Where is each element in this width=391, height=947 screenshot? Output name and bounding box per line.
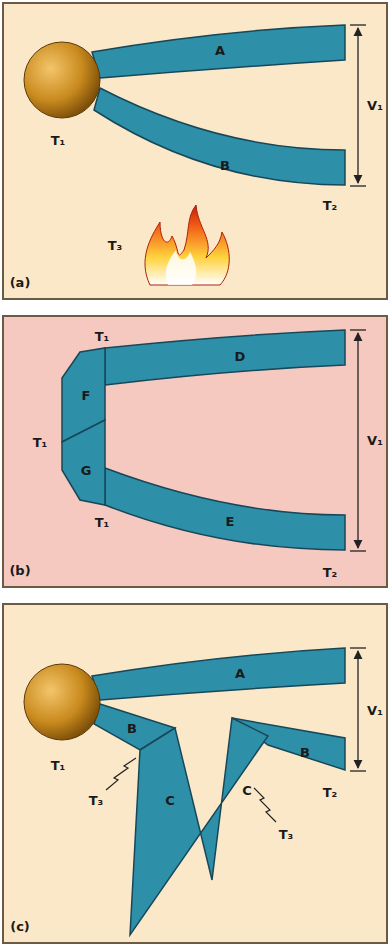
panel-letter: (c): [8, 919, 32, 934]
wire-letter: B: [218, 158, 232, 173]
flame: [145, 205, 229, 285]
wire-letter: D: [233, 349, 248, 364]
junction-ball: [24, 42, 100, 118]
temperature-label: T₂: [321, 565, 340, 580]
panel-b: [3, 316, 387, 587]
temperature-label: T₁: [93, 515, 112, 530]
block-g: [62, 420, 105, 505]
voltage-label: V₁: [365, 98, 385, 113]
wire-letter: E: [224, 514, 237, 529]
temperature-label: T₂: [321, 198, 340, 213]
temperature-label: T₃: [106, 238, 125, 253]
panel-letter: (b): [7, 563, 32, 578]
wire-letter: A: [233, 666, 247, 681]
temperature-label: T₁: [31, 435, 50, 450]
leader-line: [106, 758, 136, 790]
temperature-label: T₂: [321, 785, 340, 800]
leader-line: [254, 788, 276, 822]
temperature-label: T₃: [277, 827, 296, 842]
temperature-label: T₁: [49, 758, 68, 773]
temperature-label: T₁: [49, 133, 68, 148]
temperature-label: T₁: [93, 329, 112, 344]
voltage-arrow: [357, 651, 358, 768]
wire-letter: A: [213, 43, 227, 58]
wire-letter: B: [125, 721, 139, 736]
wire-a: [92, 648, 345, 700]
junction-ball: [24, 664, 100, 740]
wire-c: [130, 718, 268, 935]
wire-d: [105, 330, 345, 385]
temperature-label: T₃: [87, 793, 106, 808]
block-letter: F: [80, 388, 93, 403]
panel-c: [3, 604, 387, 943]
block-letter: G: [79, 463, 94, 478]
voltage-arrow: [357, 333, 358, 548]
wire-letter: C: [163, 793, 177, 808]
panel-letter: (a): [8, 275, 33, 290]
wire-b: [94, 88, 345, 185]
voltage-label: V₁: [365, 703, 385, 718]
voltage-label: V₁: [365, 433, 385, 448]
wire-letter: B: [298, 745, 312, 760]
voltage-arrow: [357, 28, 358, 183]
wire-a: [92, 25, 345, 78]
wire-e: [105, 468, 345, 550]
wire-letter: C: [240, 783, 254, 798]
panel-a: [3, 3, 387, 299]
